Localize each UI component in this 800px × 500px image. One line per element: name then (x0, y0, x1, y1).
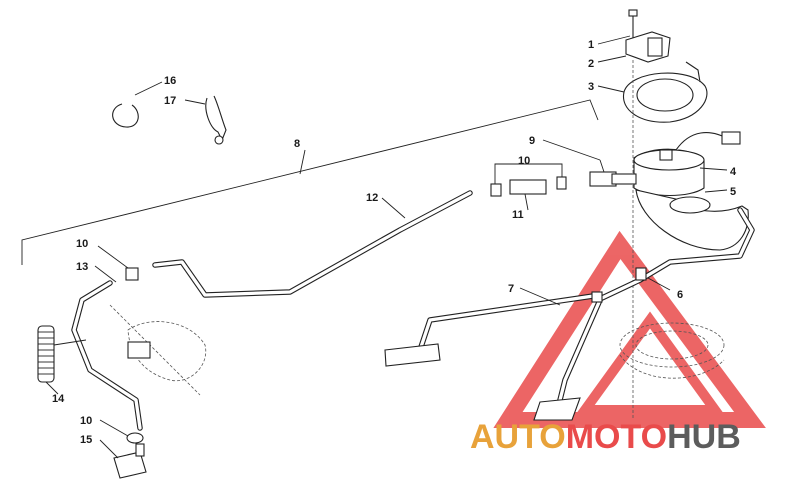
group-bracket-8 (21, 99, 599, 265)
watermark-logo-text: AUTOMOTOHUB (470, 418, 741, 456)
part-12-fuel-line (152, 190, 473, 298)
part-4-fuel-pump-module (633, 131, 741, 196)
part-16-hose-clamp (112, 81, 163, 128)
callout-6: 6 (677, 289, 683, 301)
part-3-pump-gasket-ring (597, 61, 708, 123)
part-10-left-clamp (97, 245, 139, 281)
part-14-protective-sleeve (37, 325, 87, 395)
part-15-fuel-valve (99, 439, 147, 479)
watermark-part-hub: HUB (667, 418, 741, 456)
part-13-rubber-hose (71, 265, 143, 431)
svg-text:AUTOMOTOHUB: AUTOMOTOHUB (470, 418, 741, 456)
callout-17: 17 (164, 95, 176, 107)
callout-5: 5 (730, 186, 736, 198)
callout-7: 7 (508, 283, 514, 295)
callout-3: 3 (588, 81, 594, 93)
part-2-sender-bracket (597, 31, 671, 63)
part-10-clamp-pair (490, 163, 567, 197)
part-10-lower-clamp (99, 419, 144, 444)
callout-1: 1 (588, 39, 594, 51)
part-7-vent-line (384, 287, 603, 421)
ghost-engine-outline (109, 304, 207, 396)
part-6-quick-connector (591, 207, 755, 303)
part-17-retainer-clip (184, 95, 227, 145)
callout-13: 13 (76, 261, 88, 273)
callout-12: 12 (366, 192, 378, 204)
part-5-pump-reservoir-cup (635, 189, 749, 251)
ghost-tank-outline (619, 322, 725, 379)
part-1-screw (597, 9, 638, 45)
callout-11: 11 (512, 209, 524, 221)
callout-2: 2 (588, 58, 594, 70)
callout-15: 15 (80, 434, 92, 446)
part-11-hose-segment (509, 179, 547, 211)
callout-8: 8 (294, 138, 300, 150)
callout-9: 9 (529, 135, 535, 147)
watermark-logo-triangles (493, 230, 766, 428)
callout-10-pump: 10 (518, 155, 530, 167)
callout-labels: 1 2 3 4 5 6 7 8 9 10 10 10 11 12 13 14 1… (52, 39, 737, 446)
callout-14: 14 (52, 393, 65, 405)
part-9-elbow-fitting (542, 139, 637, 187)
watermark-part-moto: MOTO (566, 418, 667, 456)
watermark-part-auto: AUTO (470, 418, 566, 456)
callout-16: 16 (164, 75, 176, 87)
callout-10-lower: 10 (80, 415, 92, 427)
callout-4: 4 (730, 166, 737, 178)
callout-10-left: 10 (76, 238, 88, 250)
